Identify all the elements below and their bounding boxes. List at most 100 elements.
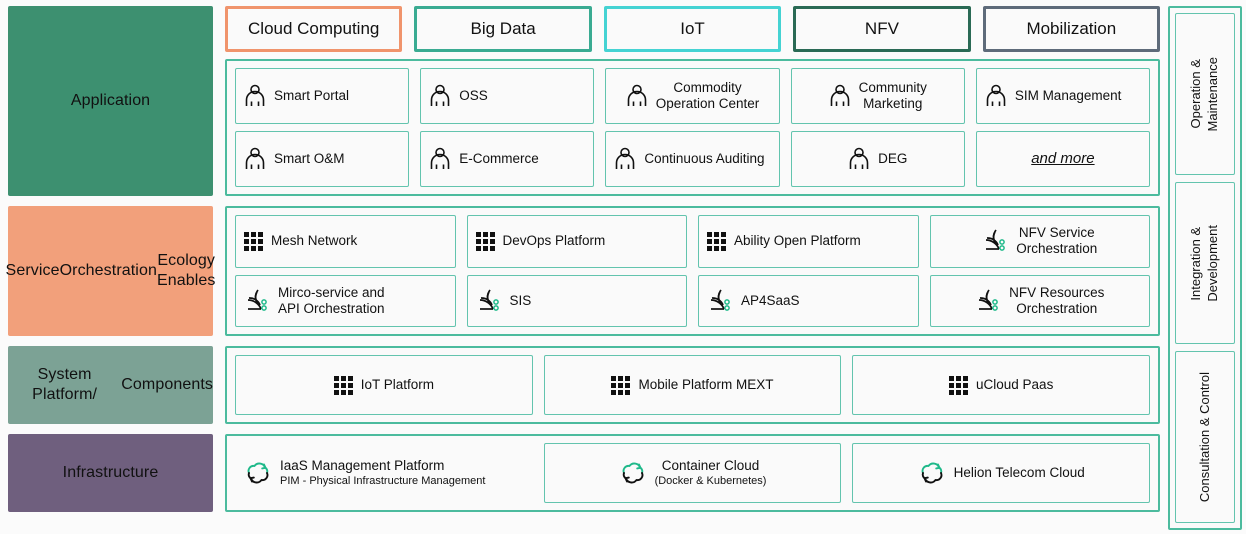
cell-label: DevOps Platform [502,233,606,249]
orchestration-icon [244,289,270,313]
tab-mobilization[interactable]: Mobilization [982,6,1161,52]
cell-label: SIM Management [1014,87,1122,103]
rail-item-operation-maintenance[interactable]: Operation & Maintenance [1175,13,1235,176]
system-platform-panel: IoT Platform Mobile Platform MEXT uCloud P… [225,346,1160,424]
layer-label-infrastructure: Infrastructure [8,434,213,512]
tab-iot[interactable]: IoT [603,6,782,52]
layer-application: Application Cloud Computing Big Data IoT NF… [8,6,1161,196]
cell-mobile-platform-mext[interactable]: Mobile Platform MEXT [543,355,842,415]
cell-label: Container Cloud [661,458,760,474]
cell-continuous-auditing[interactable]: Continuous Auditing [605,131,780,187]
tab-nfv[interactable]: NFV [793,6,971,52]
cell-label: AP4SaaS [741,292,800,308]
cell-label: IaaS Management Platform [280,458,445,474]
cell-smart-portal[interactable]: Smart Portal [235,68,410,124]
tab-big-data[interactable]: Big Data [414,6,592,52]
cell-oss[interactable]: OSS [420,68,595,124]
grid-dots-icon [949,375,969,395]
cell-label: IoT Platform [360,376,434,392]
tab-cloud-computing[interactable]: Cloud Computing [225,6,403,52]
cell-deg[interactable]: DEG [790,131,965,187]
cell-label: SIS [509,292,532,308]
person-icon [429,147,451,171]
rail-item-label: Consultation & Control [1196,372,1212,503]
person-icon [429,84,451,108]
cell-label: OSS [459,87,488,103]
cell-and-more[interactable]: and more [975,131,1151,187]
grid-dots-icon [611,375,631,395]
cell-sublabel: (Docker & Kubernetes) [654,474,767,487]
tab-label: NFV [864,19,899,38]
rail-item-label: Integration & Development [1188,224,1220,302]
cell-label: Smart O&M [274,150,345,166]
cell-label: and more [1031,150,1095,167]
cell-ap4saas[interactable]: AP4SaaS [698,274,919,327]
cloud-sync-icon [244,460,272,486]
grid-dots-icon [707,231,726,251]
cell-ucloud-paas[interactable]: uCloud Paas [852,355,1151,415]
cell-sim-management[interactable]: SIM Management [975,68,1151,124]
service-orchestration-panel: Mesh Network DevOps Platform Ability Open … [225,206,1160,336]
cell-helion-telecom-cloud[interactable]: Helion Telecom Cloud [852,443,1151,503]
cell-label: DEG [878,150,908,166]
cell-label: Mobile Platform MEXT [638,376,774,392]
rail-item-label: Operation & Maintenance [1188,56,1220,132]
cell-row: Smart O&M E-Commerce Continuous Auditing DE… [235,131,1151,187]
rail-item-integration-development[interactable]: Integration & Development [1175,182,1235,345]
tab-label: Big Data [470,19,536,38]
cell-ability-open-platform[interactable]: Ability Open Platform [698,215,919,268]
cell-devops-platform[interactable]: DevOps Platform [466,215,687,268]
cell-smart-o-m[interactable]: Smart O&M [235,131,410,187]
cell-label: Ability Open Platform [734,233,861,249]
cell-label: Continuous Auditing [644,150,765,166]
tab-label: Cloud Computing [248,19,380,38]
rail-item-consultation-control[interactable]: Consultation & Control [1175,351,1235,523]
person-icon [848,147,870,171]
person-icon [244,147,266,171]
grid-dots-icon [333,375,353,395]
cloud-sync-icon [619,460,647,486]
cell-row: IoT Platform Mobile Platform MEXT uCloud P… [235,355,1151,415]
tab-label: Mobilization [1026,19,1117,38]
cell-container-cloud[interactable]: Container Cloud(Docker & Kubernetes) [543,443,842,503]
person-icon [626,84,648,108]
cell-label: Mesh Network [271,233,358,249]
layer-system-platform: System Platform/Components IoT Platform M… [8,346,1160,424]
cell-e-commerce[interactable]: E-Commerce [420,131,595,187]
cell-mesh-network[interactable]: Mesh Network [235,215,456,268]
domain-tabs: Cloud Computing Big Data IoT NFV Mobilizatio… [225,6,1161,52]
layer-label-application: Application [8,6,213,196]
orchestration-icon [707,289,733,313]
cell-row: Mesh Network DevOps Platform Ability Open … [235,215,1150,268]
grid-dots-icon [475,231,495,251]
layer-label-system-platform: System Platform/Components [8,346,213,424]
person-icon [829,84,851,108]
cell-sis[interactable]: SIS [466,274,687,327]
cloud-sync-icon [918,460,946,486]
layers-column: Application Cloud Computing Big Data IoT NF… [6,6,1161,530]
cell-label: Smart Portal [274,87,350,103]
cell-label: uCloud Paas [976,376,1054,392]
cell-iot-platform[interactable]: IoT Platform [235,355,533,415]
grid-dots-icon [244,231,263,251]
person-icon [614,147,636,171]
